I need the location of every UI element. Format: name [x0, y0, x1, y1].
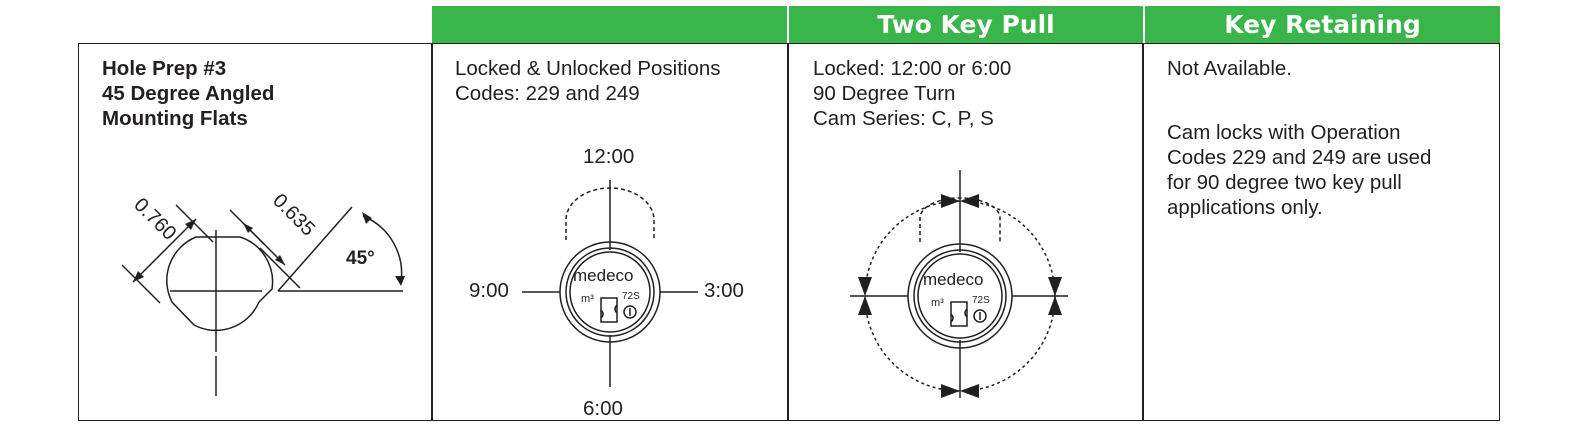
column-divider	[1142, 43, 1144, 421]
position-label-6: 6:00	[583, 397, 623, 420]
lock-mark: m³	[931, 297, 944, 309]
hole-prep-subtitle: Mounting Flats	[102, 107, 248, 130]
position-label-12: 12:00	[583, 145, 635, 168]
position-label-3: 3:00	[704, 279, 744, 302]
turn-degree: 90 Degree Turn	[813, 82, 956, 105]
cam-series: Cam Series: C, P, S	[813, 107, 994, 130]
header-two-key-pull: Two Key Pull	[877, 10, 1055, 39]
positions-heading: Locked & Unlocked Positions	[455, 57, 721, 80]
table-frame	[78, 43, 1500, 421]
note-line: Codes 229 and 249 are used	[1167, 146, 1432, 169]
hole-prep-diagram: 0.760 0.635 45°	[121, 190, 405, 396]
availability: Not Available.	[1167, 57, 1292, 80]
hole-prep-title: Hole Prep #3	[102, 57, 227, 80]
note-line: for 90 degree two key pull	[1167, 171, 1402, 194]
hole-prep-subtitle: 45 Degree Angled	[102, 82, 275, 105]
header-bar: Two Key Pull Key Retaining	[432, 6, 1500, 43]
header-cell-two-key-pull	[789, 6, 1143, 43]
dimension-0760: 0.760	[129, 194, 180, 245]
lock-brand: medeco	[573, 266, 633, 285]
note-line: Cam locks with Operation	[1167, 121, 1401, 144]
header-blank-col2	[432, 6, 787, 43]
position-label-9: 9:00	[469, 279, 509, 302]
column-divider	[787, 43, 789, 421]
header-cell-key-retaining	[1145, 6, 1500, 43]
lock-code: 72S	[972, 295, 990, 306]
two-key-pull-diagram: medeco m³ 72S	[850, 170, 1068, 398]
angle-label: 45°	[346, 248, 375, 269]
header-key-retaining: Key Retaining	[1224, 10, 1421, 39]
locked-positions: Locked: 12:00 or 6:00	[813, 57, 1012, 80]
codes-line: Codes: 229 and 249	[455, 82, 640, 105]
note-line: applications only.	[1167, 196, 1323, 219]
column-divider	[431, 43, 433, 421]
lock-mark: m³	[581, 293, 594, 305]
dimension-0635: 0.635	[268, 190, 319, 241]
lock-positions-diagram: medeco m³ 72S	[522, 180, 698, 387]
lock-brand: medeco	[923, 270, 983, 289]
lock-code: 72S	[622, 291, 640, 302]
